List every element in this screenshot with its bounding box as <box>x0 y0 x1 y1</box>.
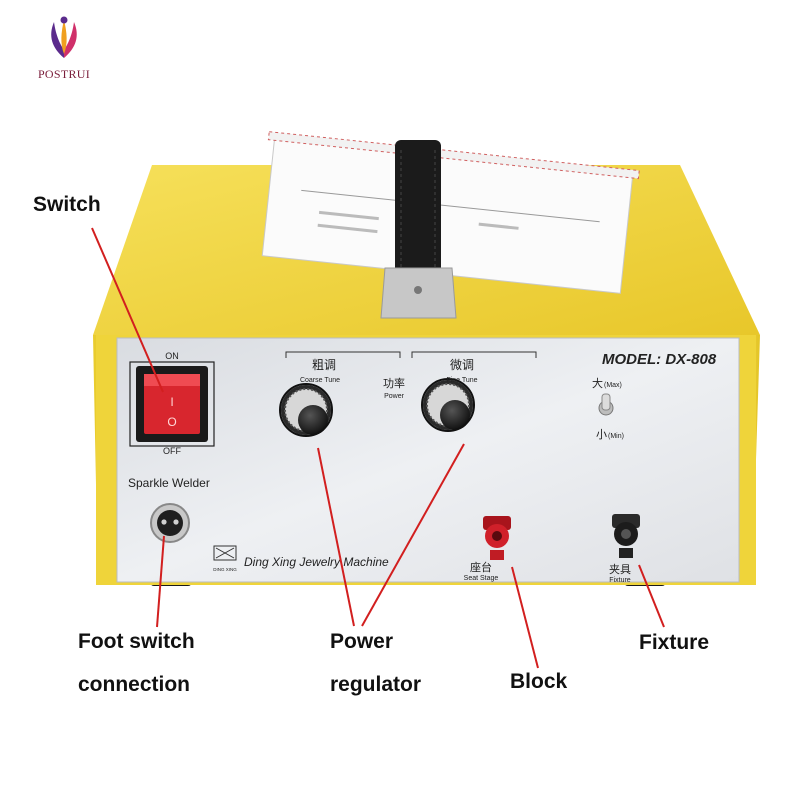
callout-fixture: Fixture <box>639 631 710 654</box>
model-label: MODEL: DX-808 <box>602 351 717 368</box>
callout-block: Block <box>510 670 568 693</box>
max-min-toggle <box>598 393 614 416</box>
fine-tune-knob <box>421 378 475 432</box>
max-cn-label: 大 <box>592 376 603 390</box>
brand-name: POSTRUI <box>37 67 91 81</box>
flame-logo-icon <box>51 16 77 58</box>
callout-foot-switch: Foot switch <box>78 630 195 653</box>
max-en-label: (Max) <box>604 382 622 389</box>
callout-switch: Switch <box>33 193 101 216</box>
fixture-en-label: Fixture <box>609 577 631 584</box>
callout-regulator: regulator <box>330 673 422 696</box>
sparkle-welder-label: Sparkle Welder <box>128 476 210 490</box>
coarse-tune-knob <box>279 383 333 437</box>
front-panel <box>116 337 740 583</box>
seat-cn-label: 座台 <box>470 560 492 574</box>
carry-handle <box>380 140 457 319</box>
callout-power: Power <box>330 630 394 653</box>
seat-stage-terminal <box>483 516 511 560</box>
min-en-label: (Min) <box>608 433 624 440</box>
switch-mark-on: I <box>170 395 173 409</box>
min-cn-label: 小 <box>596 428 607 441</box>
fixture-cn-label: 夹具 <box>609 563 631 576</box>
foot-switch-connector <box>150 503 190 543</box>
manual-bag <box>261 131 640 294</box>
seat-en-label: Seat Stage <box>464 575 499 582</box>
switch-mark-off: O <box>167 415 176 429</box>
callout-connection: connection <box>78 673 191 696</box>
switch-on-label: ON <box>165 351 179 361</box>
brand-logo: POSTRUI <box>22 14 106 82</box>
switch-off-label: OFF <box>163 446 181 456</box>
maker-logo-icon <box>213 545 237 561</box>
fine-en-label: Fine Tune <box>446 377 477 384</box>
callout-lines <box>91 227 665 669</box>
fixture-terminal <box>612 514 640 558</box>
maker-small-label: DING XING <box>213 567 237 572</box>
coarse-en-label: Coarse Tune <box>300 377 340 384</box>
power-switch: I O ON OFF <box>129 351 215 456</box>
power-en-label: Power <box>384 393 405 400</box>
coarse-cn-label: 粗调 <box>312 358 336 372</box>
power-cn-label: 功率 <box>383 376 405 390</box>
maker-label: Ding Xing Jewelry Machine <box>244 555 389 569</box>
fine-cn-label: 微调 <box>450 358 474 372</box>
